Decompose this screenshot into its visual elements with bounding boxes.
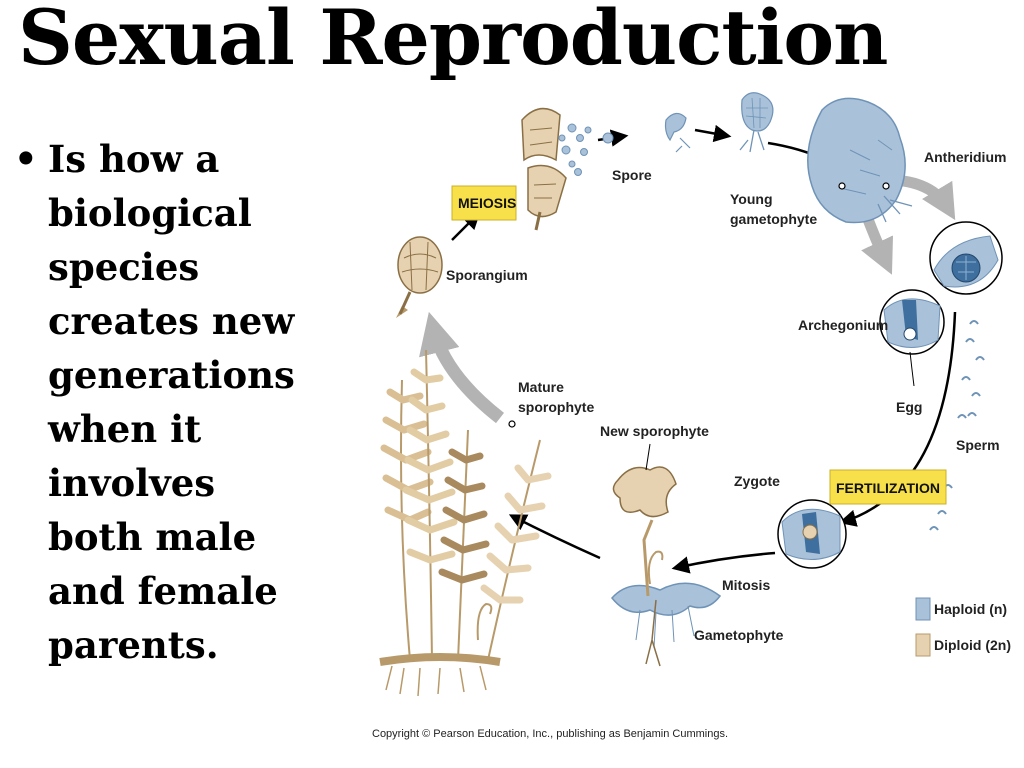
legend-swatch-haploid	[915, 597, 931, 621]
label-mitosis: Mitosis	[722, 577, 770, 593]
fertilization-tag	[829, 469, 947, 505]
label-young-gametophyte-1: Young	[730, 191, 773, 207]
bullet-line: species	[48, 245, 200, 289]
bullet-line: involves	[48, 461, 216, 505]
arrow-mitosis	[671, 551, 776, 574]
bullet-line: when it	[48, 407, 202, 451]
label-young-gametophyte-2: gametophyte	[730, 211, 817, 227]
label-new-sporophyte: New sporophyte	[600, 423, 709, 439]
label-meiosis: MEIOSIS	[458, 195, 516, 211]
bullet-line: creates new	[48, 299, 295, 343]
archegonium-closeup	[879, 289, 945, 387]
label-mature-sporophyte-1: Mature	[518, 379, 564, 395]
bullet-marker: •	[14, 137, 38, 181]
open-sporangium-illustration	[521, 107, 567, 231]
bullet-text: Is how a biological species creates new …	[48, 132, 364, 672]
label-antheridium: Antheridium	[924, 149, 1006, 165]
germinating-spore-illustration	[664, 112, 691, 153]
label-sperm: Sperm	[956, 437, 1000, 453]
zygote-closeup	[777, 499, 847, 569]
label-gametophyte: Gametophyte	[694, 627, 784, 643]
bullet-line: and female	[48, 569, 278, 613]
label-mature-sporophyte-2: sporophyte	[518, 399, 594, 415]
slide-title: Sexual Reproduction	[18, 0, 888, 82]
bullet-line: generations	[48, 353, 295, 397]
label-sporangium: Sporangium	[446, 267, 528, 283]
sporangium-illustration	[396, 236, 443, 318]
bullet-line: biological	[48, 191, 252, 235]
new-sporophyte-illustration	[611, 443, 722, 667]
label-egg: Egg	[896, 399, 922, 415]
big-arrow-mature-to-sporangium	[419, 311, 505, 424]
antheridium-closeup	[929, 221, 1003, 295]
label-spore: Spore	[612, 167, 652, 183]
mature-sporophyte-illustration	[379, 349, 552, 697]
bullet-line: parents.	[48, 623, 219, 667]
diagram-labels: Spore Young gametophyte Antheridium MEIO…	[446, 149, 1011, 653]
spores-illustration	[558, 123, 614, 176]
young-gametophyte-illustration	[739, 92, 774, 153]
legend-swatch-diploid	[915, 633, 931, 657]
bullet-list: • Is how a biological species creates ne…	[14, 132, 364, 672]
label-fertilization: FERTILIZATION	[836, 480, 940, 496]
label-zygote: Zygote	[734, 473, 780, 489]
label-archegonium: Archegonium	[798, 317, 888, 333]
meiosis-tag	[451, 185, 517, 221]
bullet-line: Is how a	[48, 137, 220, 181]
legend-label-haploid: Haploid (n)	[934, 601, 1007, 617]
legend-label-diploid: Diploid (2n)	[934, 637, 1011, 653]
arrow-spore-2	[694, 124, 732, 143]
fern-life-cycle-diagram: Spore Young gametophyte Antheridium MEIO…	[379, 92, 1011, 697]
mature-gametophyte-illustration	[807, 97, 913, 224]
bullet-line: both male	[48, 515, 257, 559]
copyright-notice: Copyright © Pearson Education, Inc., pub…	[372, 728, 729, 740]
